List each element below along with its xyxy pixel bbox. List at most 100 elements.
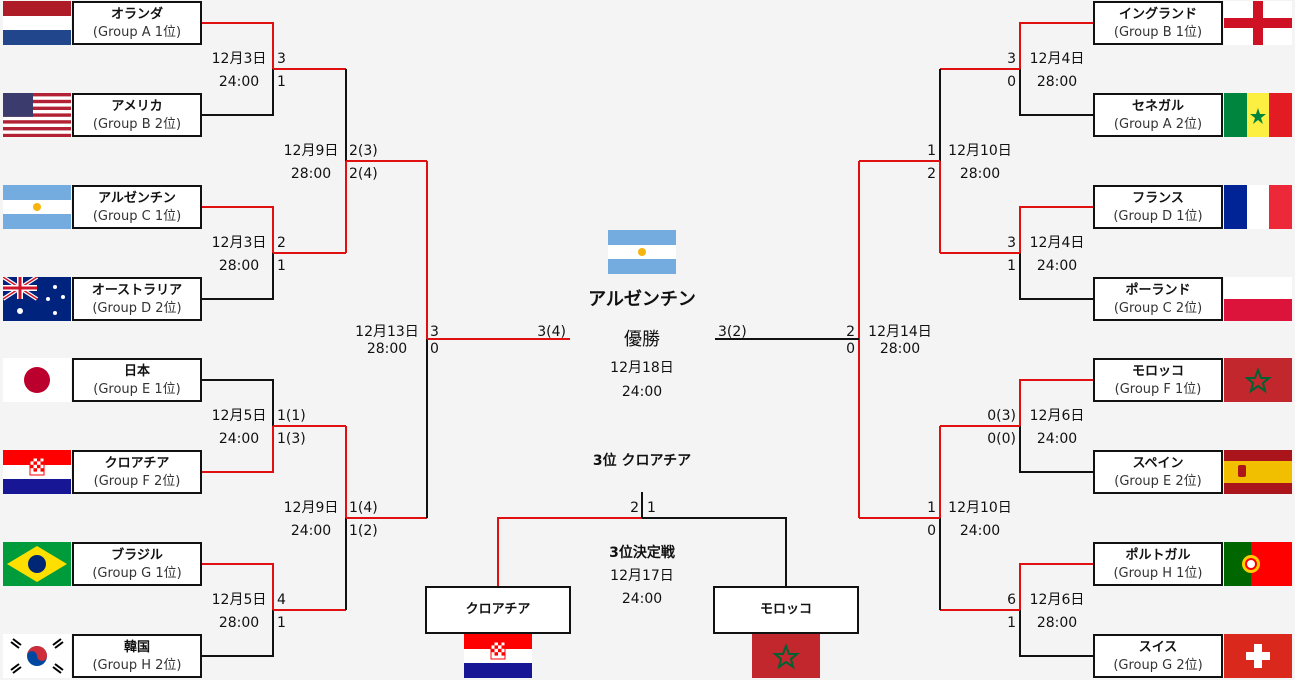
australia-flag-icon — [3, 277, 71, 321]
england-flag-icon — [1224, 1, 1292, 45]
score: 1 — [277, 258, 286, 274]
bracket-line — [1019, 610, 1093, 657]
third-place-result: 3位 クロアチア — [592, 453, 692, 469]
team-group: (Group G 2位) — [1113, 658, 1203, 673]
match-time: 28:00 — [366, 341, 408, 357]
spain-flag-icon — [1224, 450, 1292, 494]
team-france[interactable]: フランス (Group D 1位) — [1093, 185, 1223, 229]
score: 3 — [277, 51, 286, 67]
team-name: ポルトガル — [1125, 548, 1191, 563]
team-japan[interactable]: 日本 (Group E 1位) — [72, 358, 202, 402]
bracket-line — [1019, 426, 1093, 473]
france-flag-icon — [1224, 185, 1292, 229]
bracket-line — [202, 253, 274, 300]
final-score-left: 3(4) — [537, 324, 566, 340]
final-time: 24:00 — [621, 384, 663, 400]
match-time: 28:00 — [218, 258, 260, 274]
team-switzerland[interactable]: スイス (Group G 2位) — [1093, 634, 1223, 678]
poland-flag-icon — [1224, 277, 1292, 321]
match-date: 12月5日 — [211, 592, 267, 608]
bracket-line — [202, 379, 274, 472]
team-netherlands[interactable]: オランダ (Group A 1位) — [72, 1, 202, 45]
third-team-croatia[interactable]: クロアチア — [425, 586, 571, 634]
score: 2 — [846, 324, 855, 340]
match-date: 12月4日 — [1029, 235, 1085, 251]
third-place-time: 24:00 — [621, 591, 663, 607]
final-date: 12月18日 — [610, 360, 674, 376]
bracket-line-winner — [497, 517, 642, 586]
team-morocco[interactable]: モロッコ (Group F 1位) — [1093, 358, 1223, 402]
third-score-left: 2 — [630, 500, 639, 516]
bracket-line — [1019, 69, 1093, 116]
score: 1(2) — [349, 523, 378, 539]
team-name: モロッコ — [1131, 364, 1184, 379]
argentina-flag-icon — [3, 185, 71, 229]
match-time: 28:00 — [290, 166, 332, 182]
morocco-flag-icon — [752, 634, 820, 678]
team-name: スイス — [1138, 640, 1178, 655]
match-date: 12月9日 — [283, 143, 339, 159]
team-group: (Group A 2位) — [1113, 117, 1203, 132]
team-croatia[interactable]: クロアチア (Group F 2位) — [72, 450, 202, 494]
match-time: 24:00 — [1036, 258, 1078, 274]
team-group: (Group H 2位) — [92, 658, 182, 673]
match-time: 28:00 — [218, 615, 260, 631]
team-england[interactable]: イングランド (Group B 1位) — [1093, 1, 1223, 45]
match-time: 28:00 — [1036, 74, 1078, 90]
match-time: 24:00 — [959, 523, 1001, 539]
team-group: (Group E 2位) — [1114, 474, 1202, 489]
third-team-morocco[interactable]: モロッコ — [713, 586, 859, 634]
team-name: ポーランド — [1125, 283, 1191, 298]
team-australia[interactable]: オーストラリア (Group D 2位) — [72, 277, 202, 321]
bracket-line-winner — [202, 22, 274, 69]
team-name: 日本 — [123, 364, 150, 379]
score: 1 — [1007, 615, 1016, 631]
korea-flag-icon — [3, 634, 71, 678]
team-name: アルゼンチン — [98, 191, 176, 206]
score: 0 — [927, 523, 936, 539]
match-time: 24:00 — [218, 74, 260, 90]
team-group: (Group E 1位) — [93, 382, 181, 397]
score: 0(3) — [987, 408, 1016, 424]
netherlands-flag-icon — [3, 1, 71, 45]
score: 6 — [1007, 592, 1016, 608]
team-portugal[interactable]: ポルトガル (Group H 1位) — [1093, 542, 1223, 586]
team-name: スペイン — [1132, 456, 1184, 471]
score: 4 — [277, 592, 286, 608]
team-poland[interactable]: ポーランド (Group C 2位) — [1093, 277, 1223, 321]
champion-name: アルゼンチン — [588, 289, 696, 310]
team-brazil[interactable]: ブラジル (Group G 1位) — [72, 542, 202, 586]
team-senegal[interactable]: セネガル (Group A 2位) — [1093, 93, 1223, 137]
score: 1 — [927, 500, 936, 516]
bracket-line — [642, 517, 787, 586]
croatia-flag-icon — [464, 634, 532, 678]
match-time: 24:00 — [1036, 431, 1078, 447]
team-usa[interactable]: アメリカ (Group B 2位) — [72, 93, 202, 137]
japan-flag-icon — [3, 358, 71, 402]
team-name: 韓国 — [123, 640, 150, 655]
bracket-line-winner — [202, 206, 274, 253]
score: 0 — [846, 341, 855, 357]
team-group: (Group C 1位) — [92, 209, 182, 224]
champion-argentina-flag-icon — [608, 230, 676, 274]
match-time: 28:00 — [959, 166, 1001, 182]
team-argentina[interactable]: アルゼンチン (Group C 1位) — [72, 185, 202, 229]
score: 1 — [277, 74, 286, 90]
match-date: 12月9日 — [283, 500, 339, 516]
match-time: 24:00 — [218, 431, 260, 447]
bracket-line-winner — [202, 426, 274, 473]
score: 2 — [927, 166, 936, 182]
score: 1(1) — [277, 408, 306, 424]
bracket-line — [202, 610, 274, 657]
team-group: (Group D 2位) — [92, 301, 182, 316]
team-name: アメリカ — [111, 99, 163, 114]
team-group: (Group D 1位) — [1113, 209, 1203, 224]
team-name: ブラジル — [111, 548, 163, 563]
portugal-flag-icon — [1224, 542, 1292, 586]
score: 1(4) — [349, 500, 378, 516]
team-korea[interactable]: 韓国 (Group H 2位) — [72, 634, 202, 678]
team-spain[interactable]: スペイン (Group E 2位) — [1093, 450, 1223, 494]
team-name: オランダ — [110, 7, 163, 22]
score: 0(0) — [987, 431, 1016, 447]
